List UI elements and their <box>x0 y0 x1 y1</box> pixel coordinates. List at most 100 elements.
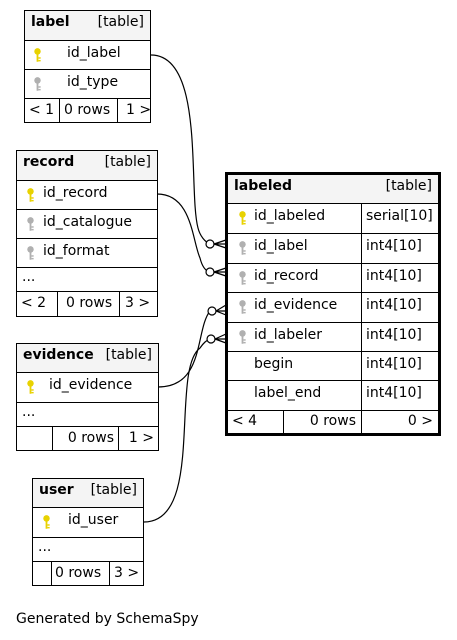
footer-children: 0 > <box>361 411 438 433</box>
footer-rows: 0 rows <box>283 411 361 433</box>
column-name: id_labeler <box>254 327 323 343</box>
column-row[interactable]: id_label int4[10] <box>228 234 438 264</box>
footer-children: 3 > <box>119 292 157 316</box>
footer-parents: < 2 <box>21 295 47 311</box>
table-name: user <box>39 482 74 498</box>
primary-key-icon <box>27 188 34 202</box>
footer-rows: 0 rows <box>57 292 119 316</box>
edge-user-to-labeled <box>143 338 211 523</box>
column-name: id_record <box>43 185 108 201</box>
column-type: serial[10] <box>361 204 433 233</box>
column-name: id_evidence <box>254 297 338 313</box>
primary-key-icon <box>43 515 50 529</box>
edge-evidence-to-labeled <box>157 310 211 388</box>
column-name: id_label <box>254 238 308 254</box>
table-footer: 0 rows 1 > <box>17 427 158 450</box>
footer-parents: < 1 <box>29 102 55 118</box>
table-user[interactable]: user [table] id_user ... 0 rows 3 > <box>32 478 144 586</box>
table-record[interactable]: record [table] id_record id_catalogue id… <box>16 150 158 317</box>
more-columns-ellipsis: ... <box>38 539 52 555</box>
table-evidence[interactable]: evidence [table] id_evidence ... 0 rows … <box>16 343 159 451</box>
edge-user-crowfoot <box>214 333 227 344</box>
table-footer: 0 rows 3 > <box>33 562 143 585</box>
foreign-key-icon <box>27 217 34 231</box>
footer-parents: < 4 <box>232 413 258 429</box>
column-row[interactable]: id_labeler int4[10] <box>228 323 438 352</box>
column-row[interactable]: begin int4[10] <box>228 352 438 381</box>
edge-label-to-labeled <box>150 54 211 245</box>
primary-key-icon <box>27 380 34 394</box>
column-type: int4[10] <box>361 381 422 410</box>
foreign-key-icon <box>239 330 246 344</box>
table-type: [table] <box>105 347 152 363</box>
column-type: int4[10] <box>361 234 422 263</box>
foreign-key-icon <box>239 241 246 255</box>
column-row[interactable]: id_catalogue <box>17 210 157 239</box>
column-name: id_user <box>68 512 119 528</box>
footer-children: 1 > <box>117 99 151 122</box>
edge-evidence-crowfoot <box>215 304 227 316</box>
column-type: int4[10] <box>361 352 422 380</box>
column-row[interactable]: id_labeled serial[10] <box>228 204 438 234</box>
edge-user-origin-circle <box>206 334 216 344</box>
column-row[interactable]: id_user <box>33 508 143 538</box>
column-type: int4[10] <box>361 293 422 322</box>
table-footer: < 4 0 rows 0 > <box>228 411 438 433</box>
table-type: [table] <box>104 154 151 170</box>
table-name: record <box>23 154 75 170</box>
ellipsis-row: ... <box>17 268 157 292</box>
footer-rows: 0 rows <box>59 99 117 122</box>
more-columns-ellipsis: ... <box>22 269 36 285</box>
column-row[interactable]: id_format <box>17 239 157 268</box>
foreign-key-icon <box>239 300 246 314</box>
table-name: evidence <box>23 347 94 363</box>
column-name: id_type <box>67 74 119 90</box>
table-header[interactable]: evidence [table] <box>17 344 158 373</box>
primary-key-icon <box>34 48 41 62</box>
column-type: int4[10] <box>361 323 422 351</box>
table-type: [table] <box>90 482 137 498</box>
table-name: label <box>31 14 70 30</box>
column-name: id_catalogue <box>43 214 132 230</box>
table-labeled[interactable]: labeled [table] id_labeled serial[10] id… <box>225 172 441 436</box>
edge-record-crowfoot <box>213 267 227 277</box>
column-name: id_format <box>43 243 110 259</box>
column-row[interactable]: id_evidence <box>17 373 158 403</box>
table-type: [table] <box>385 178 432 194</box>
column-row[interactable]: id_evidence int4[10] <box>228 293 438 323</box>
edge-record-to-labeled <box>156 193 211 273</box>
column-row[interactable]: id_type <box>25 70 150 99</box>
column-name: begin <box>254 356 294 372</box>
footer-children: 3 > <box>109 562 143 585</box>
table-label[interactable]: label [table] id_label id_type < 1 0 row… <box>24 10 151 123</box>
footer-rows: 0 rows <box>52 427 118 450</box>
column-name: label_end <box>254 385 322 401</box>
footer-parents <box>17 427 52 450</box>
table-name: labeled <box>234 178 293 194</box>
table-footer: < 1 0 rows 1 > <box>25 99 151 122</box>
edge-record-origin-circle <box>205 267 215 277</box>
ellipsis-row: ... <box>17 403 158 427</box>
table-header[interactable]: label [table] <box>25 11 150 41</box>
ellipsis-row: ... <box>33 538 143 562</box>
column-name: id_evidence <box>49 377 133 393</box>
generated-by-caption: Generated by SchemaSpy <box>16 611 199 627</box>
column-type: int4[10] <box>361 264 422 292</box>
footer-parents <box>33 562 51 585</box>
table-header[interactable]: user [table] <box>33 479 143 508</box>
column-name: id_labeled <box>254 208 326 224</box>
footer-children: 1 > <box>118 427 158 450</box>
table-header[interactable]: labeled [table] <box>228 175 438 204</box>
column-row[interactable]: id_record int4[10] <box>228 264 438 293</box>
more-columns-ellipsis: ... <box>22 404 36 420</box>
column-row[interactable]: label_end int4[10] <box>228 381 438 411</box>
footer-rows: 0 rows <box>51 562 109 585</box>
column-row[interactable]: id_record <box>17 181 157 210</box>
table-header[interactable]: record [table] <box>17 151 157 181</box>
column-row[interactable]: id_label <box>25 41 150 70</box>
foreign-key-icon <box>34 77 41 91</box>
foreign-key-icon <box>239 271 246 285</box>
edge-label-crowfoot <box>213 239 227 249</box>
table-footer: < 2 0 rows 3 > <box>17 292 157 316</box>
